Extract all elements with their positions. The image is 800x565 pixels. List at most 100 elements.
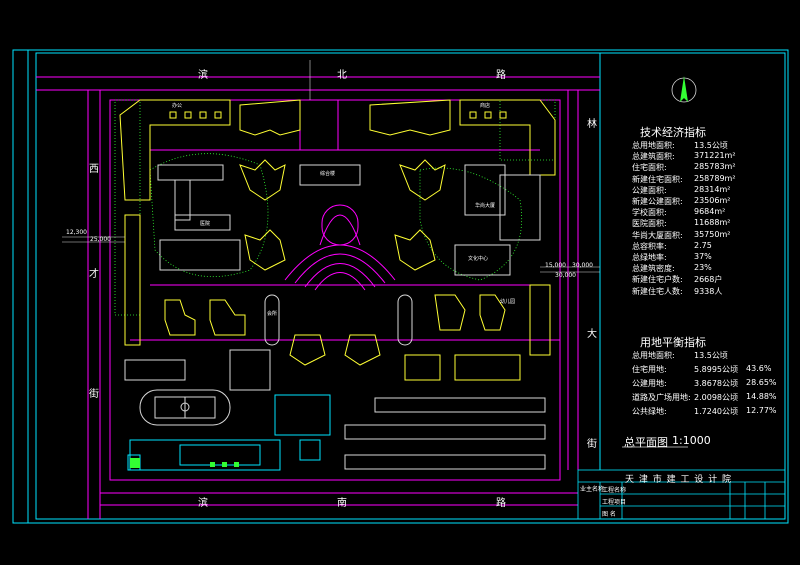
school-green xyxy=(130,458,239,468)
dimension-label: 12,300 xyxy=(66,229,87,236)
indicator-label: 总绿地率: xyxy=(632,253,667,262)
road-south-c2: 南 xyxy=(337,498,347,509)
dimension-label: 30,000 xyxy=(572,262,593,269)
plan-title: 总平面图 xyxy=(624,436,668,449)
dimension-label: 25,000 xyxy=(90,236,111,243)
sheet-inner-border xyxy=(35,52,786,520)
building-label: 文化中心 xyxy=(468,256,489,262)
building-label: 幼儿园 xyxy=(500,299,516,305)
road-south-c1: 滨 xyxy=(198,498,208,509)
indicator-value: 11688m² xyxy=(694,218,731,228)
indicator-value: 28314m² xyxy=(694,184,731,194)
indicator-value: 23506m² xyxy=(694,196,731,205)
land-label: 道路及广场用地: xyxy=(632,393,691,402)
land-balance-row: 总用地面积: 13.5公顷 xyxy=(632,350,736,361)
land-percent: 12.77% xyxy=(746,406,777,415)
tech-indicator-row: 学校面积: 9684m² xyxy=(632,207,725,218)
indicator-label: 新建住宅面积: xyxy=(632,174,683,184)
indicator-value: 23% xyxy=(694,263,712,273)
indicator-value: 13.5公顷 xyxy=(694,141,728,150)
land-balance-row: 道路及广场用地:2.0098公顷 14.88% xyxy=(632,392,777,403)
building-label: 会所 xyxy=(267,311,278,317)
indicator-value: 258789m² xyxy=(694,173,736,183)
tech-indicator-row: 总绿地率: 37% xyxy=(632,252,712,263)
indicator-label: 新建公建面积: xyxy=(632,197,683,206)
tech-indicator-row: 新建住宅面积: 258789m² xyxy=(632,174,736,185)
indicator-value: 35750m² xyxy=(694,229,731,239)
land-percent: 43.6% xyxy=(746,364,772,373)
dimension-lines xyxy=(62,60,600,273)
indicator-label: 华尚大厦面积: xyxy=(632,230,683,240)
land-area: 5.8995公顷 xyxy=(694,365,738,374)
road-east-c1: 林 xyxy=(587,119,597,130)
road-west-c1: 西 xyxy=(89,164,99,175)
dimension-label: 30,000 xyxy=(555,272,576,279)
tech-indicator-row: 新建住宅户数: 2668户 xyxy=(632,274,722,285)
road-south-c3: 路 xyxy=(496,498,506,509)
tech-indicator-row: 新建住宅人数: 9338人 xyxy=(632,286,722,297)
land-area: 2.0098公顷 xyxy=(694,393,738,402)
road-north-c3: 路 xyxy=(496,70,506,81)
road-network xyxy=(36,76,600,519)
title-block-frame xyxy=(577,469,786,520)
building-label: 办公 xyxy=(172,103,183,109)
title-block-owner: 业主名称 xyxy=(580,486,605,493)
north-residential xyxy=(119,99,556,201)
indicator-label: 住宅面积: xyxy=(632,163,667,173)
tech-indicator-row: 住宅面积: 285783m² xyxy=(632,162,736,173)
central-plaza xyxy=(284,204,396,291)
indicator-label: 总容积率: xyxy=(632,241,667,251)
land-balance-heading: 用地平衡指标 xyxy=(640,336,706,349)
indicator-value: 9684m² xyxy=(694,207,726,217)
indicator-label: 新建住宅人数: xyxy=(632,286,683,296)
road-east-c3: 街 xyxy=(587,439,597,450)
plan-scale: 1:1000 xyxy=(672,434,711,447)
tech-indicator-row: 新建公建面积: 23506m² xyxy=(632,196,730,207)
road-north-c2: 北 xyxy=(337,70,347,81)
sheet-outer-border xyxy=(12,49,789,524)
land-percent: 14.88% xyxy=(746,392,777,401)
mid-residential xyxy=(124,159,551,381)
land-label: 总用地面积: xyxy=(632,351,675,360)
land-area: 1.7240公顷 xyxy=(694,407,738,416)
indicator-value: 371221m² xyxy=(694,151,736,161)
tech-indicator-row: 总用地面积: 13.5公顷 xyxy=(632,140,728,151)
tech-indicator-row: 总建筑密度: 23% xyxy=(632,263,712,274)
tech-indicator-row: 总容积率: 2.75 xyxy=(632,241,712,252)
tech-indicator-row: 公建面积:28314m² xyxy=(632,185,730,196)
indicator-label: 学校面积: xyxy=(632,208,667,218)
tech-indicator-row: 医院面积: 11688m² xyxy=(632,218,730,229)
building-label: 商店 xyxy=(480,103,491,109)
building-label: 华尚大厦 xyxy=(475,203,496,209)
road-north-c1: 滨 xyxy=(198,70,208,81)
building-label: 综合楼 xyxy=(320,171,336,177)
institute-name: 天 津 市 建 工 设 计 院 xyxy=(625,475,733,485)
indicator-label: 总用地面积: xyxy=(632,141,675,150)
road-west-c2: 才 xyxy=(89,269,99,280)
tech-indicator-row: 总建筑面积: 371221m² xyxy=(632,151,736,162)
indicator-label: 医院面积: xyxy=(632,219,667,229)
indicator-value: 2668户 xyxy=(694,275,723,285)
dimension-label: 15,000 xyxy=(545,262,566,269)
land-label: 公建用地: xyxy=(632,379,667,388)
school-block xyxy=(127,394,331,471)
indicator-label: 总建筑密度: xyxy=(632,264,675,274)
public-buildings xyxy=(124,164,546,470)
indicator-value: 9338人 xyxy=(694,286,723,296)
sports-field xyxy=(139,389,231,426)
title-block-project-name: 工程名称 xyxy=(602,487,627,494)
indicator-value: 37% xyxy=(694,252,712,261)
indicator-label: 总建筑面积: xyxy=(632,152,675,162)
land-percent: 28.65% xyxy=(746,378,777,387)
indicator-label: 新建住宅户数: xyxy=(632,275,683,285)
road-east-c2: 大 xyxy=(587,329,597,340)
indicator-value: 2.75 xyxy=(694,240,712,250)
land-label: 住宅用地: xyxy=(632,365,667,374)
land-area: 13.5公顷 xyxy=(694,351,728,360)
title-block-drawing-name: 图 名 xyxy=(602,511,616,518)
indicator-value: 285783m² xyxy=(694,162,736,172)
road-west-c3: 街 xyxy=(89,389,99,400)
building-label: 医院 xyxy=(200,221,211,227)
